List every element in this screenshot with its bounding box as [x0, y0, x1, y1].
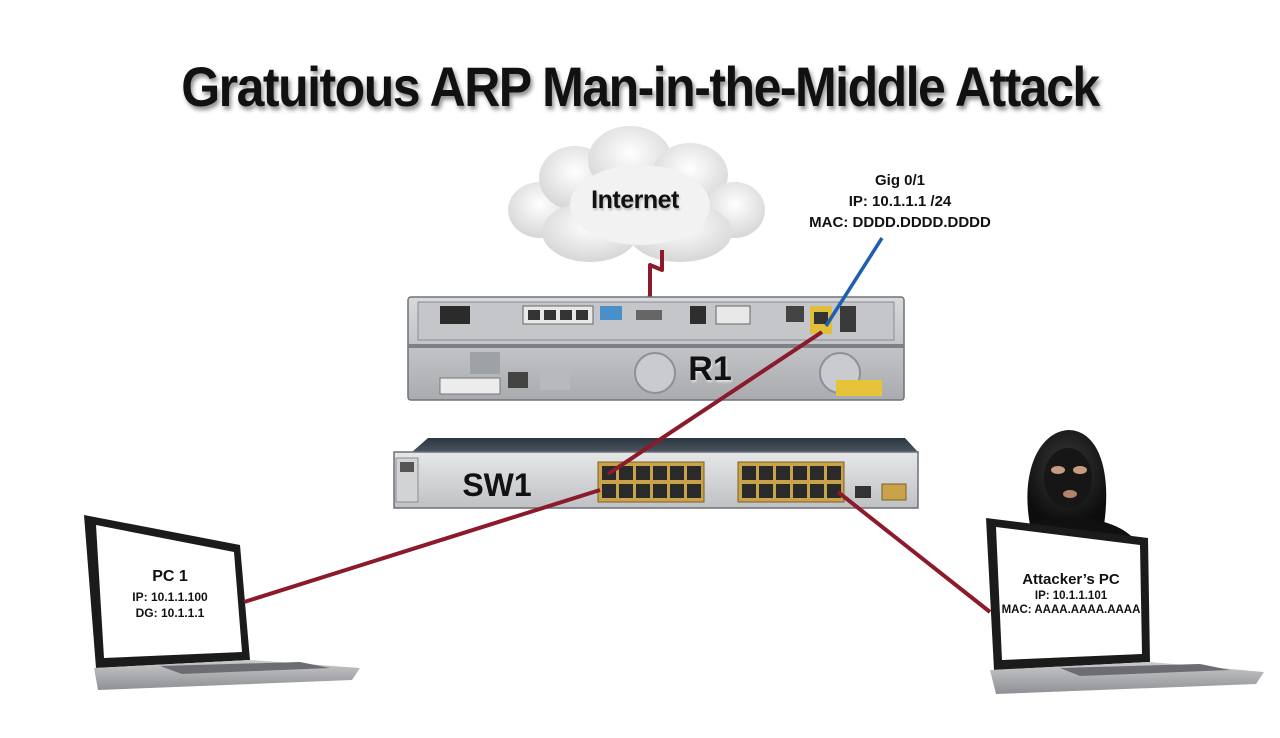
- link-switch-router: [606, 330, 824, 476]
- diagram-title: Gratuitous ARP Man-in-the-Middle Attack: [181, 55, 1100, 119]
- interface-pointer: [824, 237, 884, 327]
- link-pc1-switch: [243, 488, 601, 604]
- internet-cloud: [508, 126, 765, 262]
- attacker-mac: MAC: AAAA.AAAA.AAAA: [1001, 604, 1141, 616]
- interface-mac: MAC: DDDD.DDDD.DDDD: [809, 214, 991, 231]
- pc1-default-gateway: DG: 10.1.1.1: [135, 606, 205, 620]
- internet-label: Internet: [591, 186, 679, 214]
- switch-label: SW1: [462, 467, 532, 503]
- laptop-pc1: [84, 515, 360, 690]
- link-switch-attacker: [836, 490, 992, 614]
- pc1-title: PC 1: [152, 568, 188, 585]
- interface-ip: IP: 10.1.1.1 /24: [848, 193, 952, 210]
- attacker-ip: IP: 10.1.1.101: [1034, 590, 1108, 602]
- hacker-figure: [1010, 430, 1135, 540]
- router-label: R1: [688, 350, 732, 388]
- interface-name: Gig 0/1: [874, 172, 926, 189]
- switch-ports: [602, 466, 841, 498]
- router-interface-info: Gig 0/1 IP: 10.1.1.1 /24 MAC: DDDD.DDDD.…: [780, 170, 1020, 233]
- attacker-title: Attacker’s PC: [1022, 571, 1120, 588]
- pc1-ip: IP: 10.1.1.100: [132, 590, 208, 604]
- switch-sw1: [393, 438, 919, 509]
- router-r1: [407, 296, 905, 401]
- laptop-attacker: [986, 518, 1264, 694]
